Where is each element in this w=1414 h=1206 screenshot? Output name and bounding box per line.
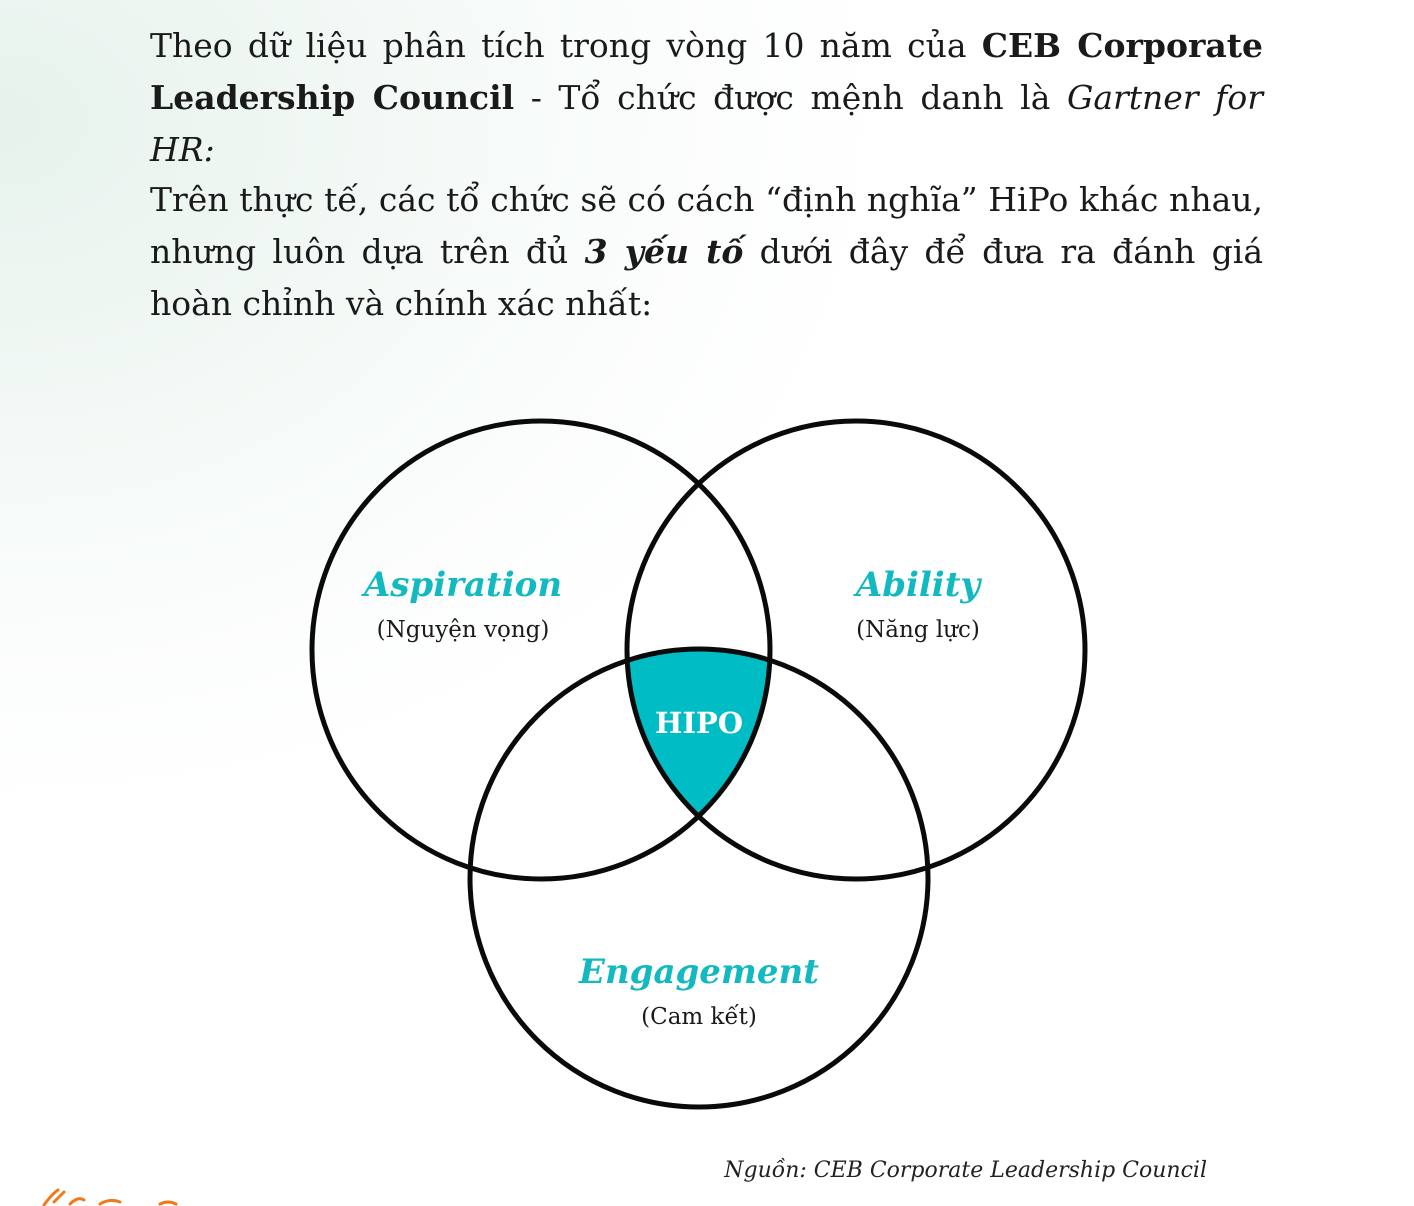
ability-title: Ability [853,565,983,605]
ability-circle [624,418,1088,882]
p1-bold-org: CEB Corporate Leadership Council [150,26,1263,117]
intro-paragraph-2: Trên thực tế, các tổ chức sẽ có cách “đị… [150,174,1263,330]
hipo-label: HIPO [655,706,743,740]
engagement-title: Engagement [578,952,819,992]
engagement-circle [467,646,931,1110]
engagement-subtitle: (Cam kết) [641,1004,757,1030]
p1-mid: - Tổ chức được mệnh danh là [514,78,1067,117]
p2-bold-italic: 3 yếu tố [584,232,744,271]
aspiration-title: Aspiration [361,565,562,605]
p1-text: Theo dữ liệu phân tích trong vòng 10 năm… [150,26,982,65]
p2-end: dưới đây để đưa ra đánh giá hoàn chỉnh v… [150,232,1263,323]
aspiration-subtitle: (Nguyện vọng) [377,617,550,643]
p2-text: Trên thực tế, các tổ chức sẽ có cách “đị… [150,180,1263,271]
intro-paragraph-1: Theo dữ liệu phân tích trong vòng 10 năm… [150,20,1263,176]
source-citation: Nguồn: CEB Corporate Leadership Council [724,1158,1207,1183]
logo-scribble-icon [42,1188,178,1206]
aspiration-circle [309,418,773,882]
ability-subtitle: (Năng lực) [856,617,980,643]
p1-italic: Gartner for HR: [150,78,1263,169]
